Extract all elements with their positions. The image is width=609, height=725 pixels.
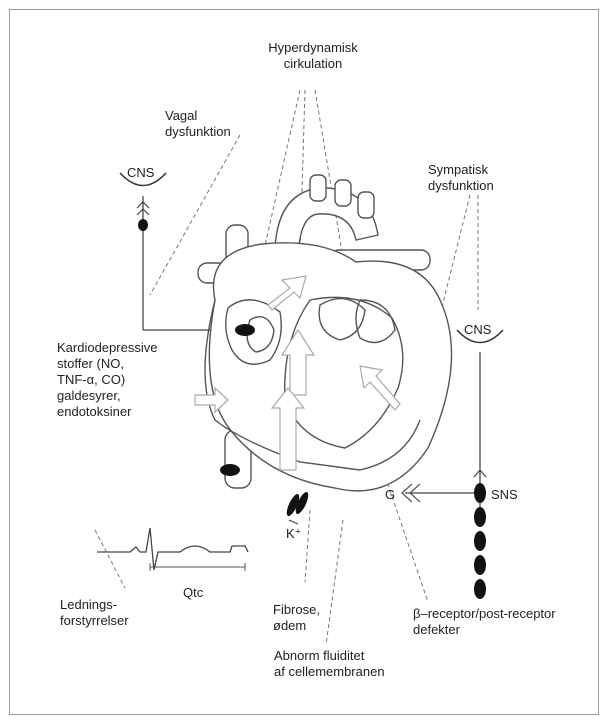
label-cns-left: CNS: [127, 165, 154, 181]
label-potassium: K⁺: [286, 526, 302, 542]
sns-ganglia-chain: [474, 483, 486, 599]
vagal-synapse-dot: [138, 219, 148, 231]
ecg-trace: [97, 528, 248, 570]
label-cns-right: CNS: [464, 322, 491, 338]
label-qtc: Qtc: [183, 585, 203, 601]
vagal-ending-lower: [220, 464, 240, 476]
potassium-channel: [284, 490, 310, 517]
vagal-ending-upper: [235, 324, 255, 336]
label-fibrosis-edema: Fibrose,ødem: [273, 602, 320, 634]
label-g-protein: G: [385, 487, 395, 503]
label-conduction-disorders: Lednings-forstyrrelser: [60, 597, 129, 629]
heart-illustration: [198, 175, 452, 491]
label-sns: SNS: [491, 487, 518, 503]
